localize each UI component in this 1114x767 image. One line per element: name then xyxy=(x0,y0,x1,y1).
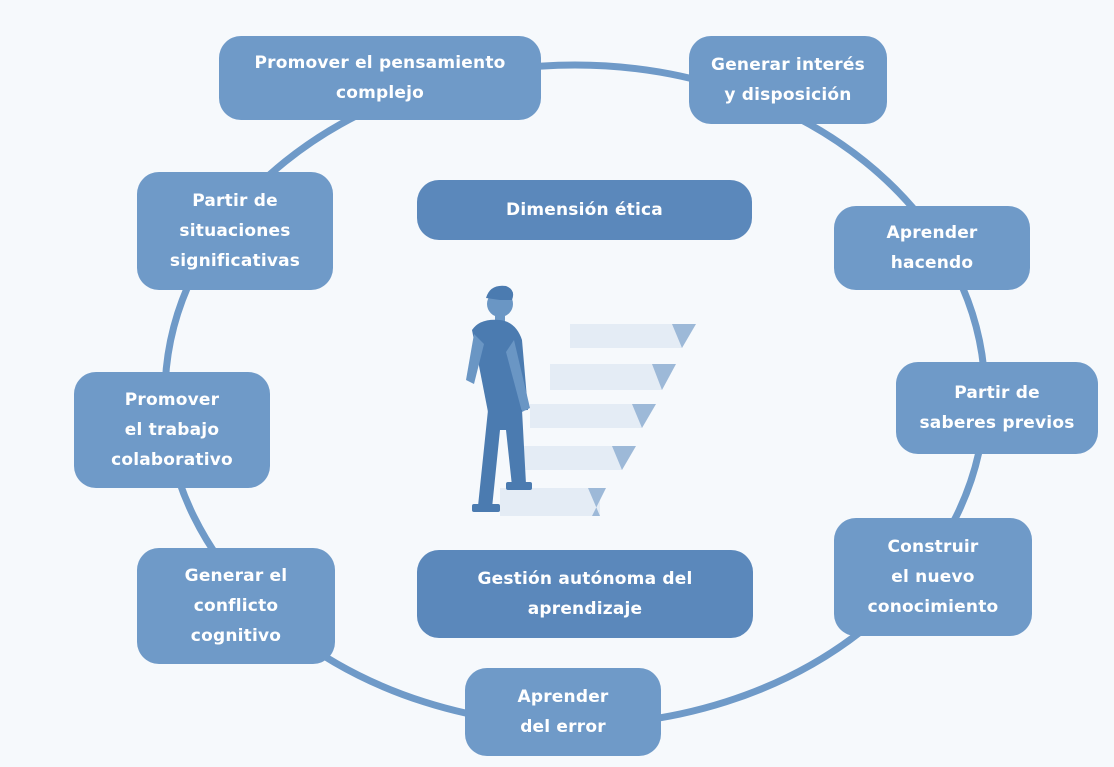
node-gestion-autonoma: Gestión autónoma del aprendizaje xyxy=(417,550,753,638)
node-promover-pensamiento: Promover el pensamiento complejo xyxy=(219,36,541,120)
node-aprender-error: Aprender del error xyxy=(465,668,661,756)
person-figure xyxy=(466,285,532,512)
node-promover-trabajo: Promover el trabajo colaborativo xyxy=(74,372,270,488)
node-partir-situaciones: Partir de situaciones significativas xyxy=(137,172,333,290)
node-aprender-haciendo: Aprender hacendo xyxy=(834,206,1030,290)
node-partir-saberes: Partir de saberes previos xyxy=(896,362,1098,454)
stairs-icon xyxy=(500,324,696,516)
node-dimension-etica: Dimensión ética xyxy=(417,180,752,240)
node-construir-conocimiento: Construir el nuevo conocimiento xyxy=(834,518,1032,636)
node-generar-conflicto: Generar el conflicto cognitivo xyxy=(137,548,335,664)
node-generar-interes: Generar interés y disposición xyxy=(689,36,887,124)
